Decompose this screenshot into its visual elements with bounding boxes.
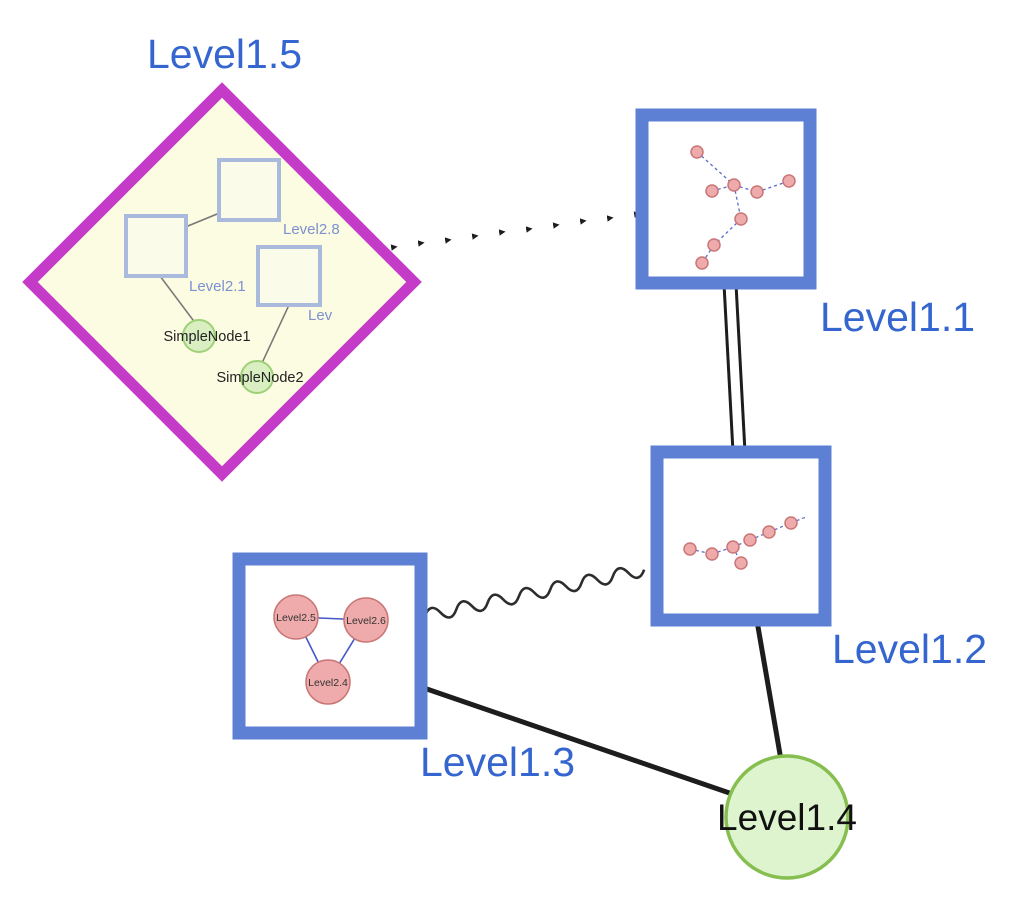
level13-node[interactable] [232, 552, 428, 740]
inner-edge-sq2-simple1 [159, 275, 197, 325]
mini-node [743, 533, 757, 547]
inner-square-level28-label: Level2.8 [283, 221, 340, 238]
level13-label: Level1.3 [420, 739, 575, 785]
inner-edge-sq3-simple2 [261, 304, 290, 364]
inner-square-level21[interactable] [124, 214, 188, 278]
mini-node [734, 212, 748, 226]
mini-node [727, 178, 741, 192]
level12-mini-network [683, 516, 807, 570]
level15-node[interactable] [22, 82, 422, 482]
level13-group: Level2.5 Level2.6 Level2.4 Level1.3 [232, 552, 575, 785]
edge-level12-level14 [754, 620, 784, 761]
level11-node[interactable] [635, 108, 817, 290]
mini-node [683, 542, 697, 556]
mini-node [782, 174, 796, 188]
level24-node[interactable] [305, 659, 351, 705]
simplenode1-label: SimpleNode1 [163, 329, 250, 345]
mini-node [690, 145, 704, 159]
mini-node [762, 525, 776, 539]
mini-node [695, 256, 709, 270]
simplenode2-label: SimpleNode2 [216, 370, 303, 386]
mini-node [784, 516, 798, 530]
mini-node [705, 184, 719, 198]
simplenode1-circle[interactable] [182, 319, 216, 353]
mini-node [750, 185, 764, 199]
edges-layer [390, 211, 784, 801]
edge-level13-level12 [423, 566, 646, 619]
inner-square-lev[interactable] [256, 245, 322, 307]
mini-node [705, 547, 719, 561]
level11-label: Level1.1 [820, 294, 975, 340]
mini-node [726, 540, 740, 554]
level26-label: Level2.6 [346, 615, 386, 627]
edge-level13-level14 [420, 684, 745, 801]
level11-mini-network [690, 145, 796, 270]
edge-level11-level12-a [722, 283, 735, 453]
mini-edge [696, 151, 735, 186]
inner-square-level28[interactable] [217, 158, 281, 222]
edge-level15-level11 [390, 211, 641, 251]
level14-node[interactable] [724, 754, 850, 880]
level24-label: Level2.4 [308, 677, 348, 689]
level26-node[interactable] [343, 597, 389, 643]
simplenode2-circle[interactable] [240, 360, 274, 394]
level15-label: Level1.5 [147, 31, 302, 77]
level11-group: Level1.1 [635, 108, 975, 340]
level14-group: Level1.4 [717, 754, 857, 880]
level12-node[interactable] [650, 445, 832, 627]
level12-label: Level1.2 [832, 626, 987, 672]
level25-label: Level2.5 [276, 612, 316, 624]
level12-group: Level1.2 [650, 445, 987, 672]
edge-level11-level12-b [734, 283, 747, 453]
inner-square-level21-label: Level2.1 [189, 278, 246, 295]
level14-label: Level1.4 [717, 797, 857, 838]
level13-mini-network: Level2.5 Level2.6 Level2.4 [273, 594, 389, 705]
mini-node [707, 238, 721, 252]
level25-node[interactable] [273, 594, 319, 640]
inner-square-lev-label: Lev [308, 307, 333, 324]
level15-group: Level2.8 Level2.1 Lev SimpleNode1 Simple… [22, 31, 422, 482]
mini-node [734, 556, 748, 570]
inner-edge-sq1-sq2 [182, 211, 223, 229]
